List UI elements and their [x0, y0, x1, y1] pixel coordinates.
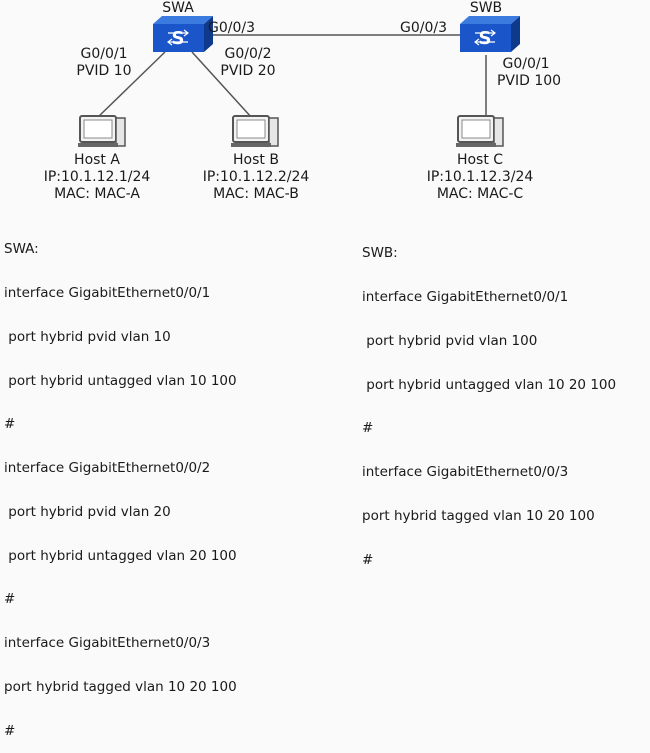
host-c-ip: IP:10.1.12.3/24 — [426, 169, 534, 185]
swa-config-line: # — [4, 591, 16, 608]
host-b-pvid-label: PVID 20 — [220, 63, 276, 79]
topology-diagram: S S — [78, 16, 520, 147]
host-a-ip: IP:10.1.12.1/24 — [43, 169, 151, 185]
swb-config-line: port hybrid tagged vlan 10 20 100 — [362, 507, 595, 524]
swa-config-title: SWA: — [4, 241, 39, 258]
swb-config-line: # — [362, 551, 374, 568]
host-c-port-label: G0/0/1 — [502, 56, 550, 72]
swa-config-line: port hybrid untagged vlan 10 100 — [4, 372, 237, 389]
host-c-computer-icon — [456, 115, 504, 147]
swa-config-line: port hybrid untagged vlan 20 100 — [4, 547, 237, 564]
swb-config-line: port hybrid pvid vlan 100 — [362, 332, 538, 349]
swa-config-line: port hybrid tagged vlan 10 20 100 — [4, 679, 237, 695]
swa-switch-icon: S — [153, 16, 213, 52]
host-c-pvid-label: PVID 100 — [496, 73, 562, 89]
swa-config-line: # — [4, 722, 16, 739]
swb-config-title: SWB: — [362, 245, 398, 262]
swa-config-line: port hybrid pvid vlan 10 — [4, 328, 171, 345]
swa-config-line: port hybrid pvid vlan 20 — [4, 503, 171, 520]
svg-text:S: S — [479, 28, 492, 49]
link-swa-host-a — [96, 51, 166, 119]
host-a-name: Host A — [74, 152, 120, 168]
host-b-computer-icon — [231, 115, 279, 147]
swb-config-line: interface GigabitEthernet0/0/3 — [362, 464, 569, 481]
swb-label: SWB — [469, 0, 503, 16]
host-b-port-label: G0/0/2 — [224, 46, 272, 62]
swa-config-line: interface GigabitEthernet0/0/2 — [4, 460, 211, 477]
swb-config-line: interface GigabitEthernet0/0/1 — [362, 288, 569, 305]
swb-config-line: # — [362, 420, 374, 437]
swa-config-line: interface GigabitEthernet0/0/1 — [4, 284, 211, 301]
svg-text:S: S — [172, 28, 185, 49]
host-a-computer-icon — [78, 115, 126, 147]
swb-switch-icon: S — [460, 16, 520, 52]
swb-config-block: SWB: interface GigabitEthernet0/0/1 port… — [362, 217, 616, 582]
swa-config-block: SWA: interface GigabitEthernet0/0/1 port… — [4, 213, 237, 753]
swb-port-g003-label: G0/0/3 — [400, 20, 448, 36]
swa-config-line: # — [4, 416, 16, 433]
host-a-mac: MAC: MAC-A — [54, 186, 140, 202]
host-c-mac: MAC: MAC-C — [436, 186, 524, 202]
swa-port-g003-label: G0/0/3 — [208, 20, 256, 36]
swa-label: SWA — [162, 0, 194, 16]
host-b-ip: IP:10.1.12.2/24 — [202, 169, 310, 185]
host-a-pvid-label: PVID 10 — [76, 63, 132, 79]
swb-config-line: port hybrid untagged vlan 10 20 100 — [362, 376, 617, 393]
swa-config-line: interface GigabitEthernet0/0/3 — [4, 635, 211, 652]
host-b-mac: MAC: MAC-B — [213, 186, 299, 202]
host-a-port-label: G0/0/1 — [80, 46, 128, 62]
link-swa-host-b — [191, 51, 253, 119]
host-b-name: Host B — [233, 152, 279, 168]
host-c-name: Host C — [456, 152, 504, 168]
